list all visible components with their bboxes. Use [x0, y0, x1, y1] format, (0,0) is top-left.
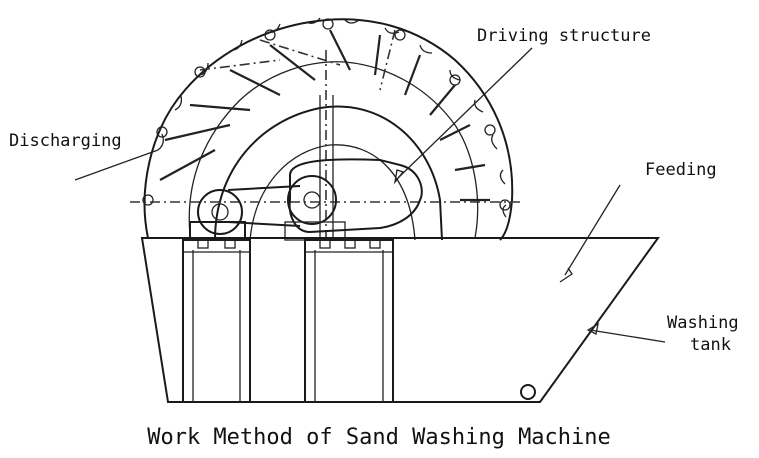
feeding-arrowhead — [559, 267, 573, 283]
feeding-leader — [564, 184, 621, 276]
feeding-label: Feeding — [645, 160, 717, 180]
washing-tank-arrowhead — [586, 322, 599, 335]
washing-tank-leader — [589, 329, 666, 343]
wheel-hub — [214, 95, 443, 241]
washing-tank-label-line2: tank — [690, 335, 731, 355]
driving-structure — [189, 158, 423, 241]
diagram-caption: Work Method of Sand Washing Machine — [147, 425, 611, 450]
washing-tank — [140, 237, 660, 403]
bucket-wheel — [142, 17, 514, 241]
driving-structure-arrowhead — [393, 169, 405, 185]
drain-plug — [520, 384, 536, 400]
discharging-label: Discharging — [9, 131, 122, 151]
discharging-leader — [74, 149, 159, 181]
leader-lines — [74, 47, 666, 343]
driving-structure-leader — [397, 47, 533, 179]
driving-structure-label: Driving structure — [477, 26, 651, 46]
washing-tank-label-line1: Washing — [667, 313, 739, 333]
